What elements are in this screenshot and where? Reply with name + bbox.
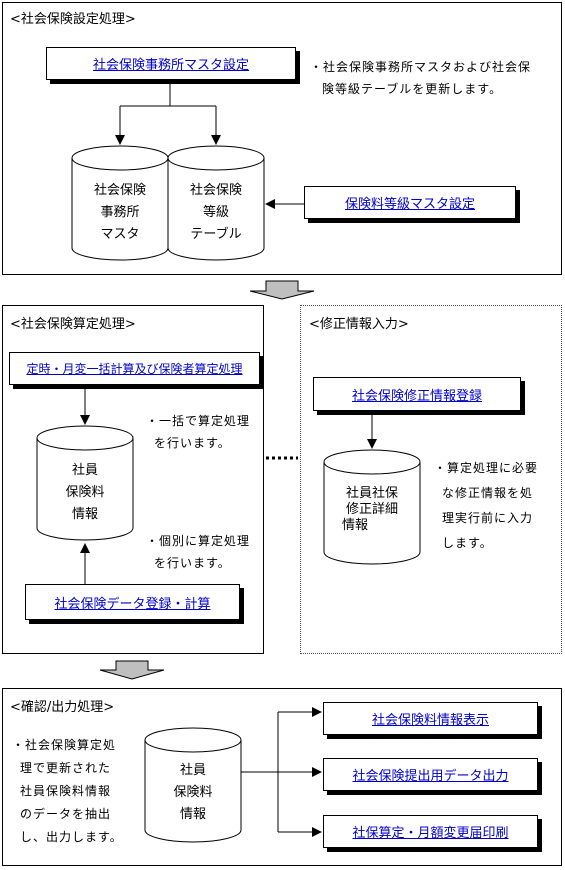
calc-note-batch-line2: を行います。 [154,436,231,450]
revision-note: ・算定処理に必要 な修正情報を処 理実行前に入力 します。 [434,456,538,556]
grade-table-db-label-line1: 社会保険 [189,183,242,198]
grade-table-db-icon [167,145,265,261]
output-note-line3: 社員保険料情報 [20,784,112,798]
revision-detail-db-icon [323,449,421,565]
revision-note-line3: 理実行前に入力 [442,511,534,525]
submission-export-button[interactable]: 社会保険提出用データ出力 [323,758,538,791]
revision-entry-button[interactable]: 社会保険修正情報登録 [313,377,521,411]
output-note-line2: 理で更新された [20,761,112,775]
calc-note-individual-line2: を行います。 [154,556,231,570]
flow-arrow-down-1-icon [249,280,315,300]
employee-premium-db-label-line1: 社員 [71,463,98,478]
office-master-db-label-line3: マスタ [100,227,140,242]
output-note-line4: のデータを抽出 [20,807,112,821]
office-master-db-label-line1: 社会保険 [93,183,146,198]
employee-premium-db-label-line2: 保険料 [65,485,105,500]
employee-premium-db-label: 社員 保険料 情報 [37,460,133,526]
employee-premium-db-icon [36,425,134,541]
revision-note-line2: な修正情報を処 [442,486,534,500]
data-entry-button[interactable]: 社会保険データ登録・計算 [25,584,240,620]
notice-print-button[interactable]: 社保算定・月額変更届印刷 [323,815,538,848]
office-master-db-label: 社会保険 事務所 マスタ [72,180,168,246]
batch-calc-button[interactable]: 定時・月変一括計算及び保険者算定処理 [9,352,260,385]
revision-detail-db-label-line1: 社員社保 [345,486,398,501]
output-note: ・社会保険算定処 理で更新された 社員保険料情報 のデータを抽出 し、出力します… [12,734,123,849]
revision-note-line4: します。 [442,536,493,550]
office-master-db-label-line2: 事務所 [100,205,140,220]
calc-panel-title: <社会保険算定処理> [10,317,136,332]
office-master-db-icon [71,145,169,261]
output-employee-db-label: 社員 保険料 情報 [145,760,241,826]
setup-note-line1: ・社会保険事務所マスタおよび社会保 [310,60,532,74]
revision-detail-db-label: 社員社保 修正詳細 情報 [324,486,420,534]
revision-detail-db-label-line3: 情報 [342,518,369,533]
setup-note-line2: 険等級テーブルを更新します。 [322,82,503,96]
grade-table-db-label: 社会保険 等級 テーブル [168,180,264,246]
output-note-line5: し、出力します。 [20,830,123,844]
grade-table-db-label-line2: 等級 [202,205,229,220]
revision-panel-title: <修正情報入力> [309,317,409,332]
calc-note-batch-line1: ・一括で算定処理 [146,414,251,428]
office-master-button[interactable]: 社会保険事務所マスタ設定 [46,47,296,80]
employee-premium-db-label-line3: 情報 [71,507,98,522]
flow-arrow-down-2-icon [99,660,165,680]
revision-detail-db-label-line2: 修正詳細 [345,502,398,517]
output-employee-db-label-line3: 情報 [179,807,206,822]
premium-display-button[interactable]: 社会保険料情報表示 [323,702,538,735]
output-employee-db-label-line2: 保険料 [173,785,213,800]
setup-note: ・社会保険事務所マスタおよび社会保 険等級テーブルを更新します。 [310,56,531,100]
setup-panel-title: <社会保険設定処理> [10,12,136,27]
calc-note-batch: ・一括で算定処理 を行います。 [146,410,250,454]
output-employee-db-icon [144,727,242,843]
output-note-line1: ・社会保険算定処 [12,738,117,752]
premium-grade-button[interactable]: 保険料等級マスタ設定 [304,186,516,219]
output-panel-title: <確認/出力処理> [10,700,115,715]
output-employee-db-label-line1: 社員 [179,763,206,778]
calc-note-individual: ・個別に算定処理 を行います。 [146,530,250,574]
grade-table-db-label-line3: テーブル [190,227,242,242]
revision-note-line1: ・算定処理に必要 [434,461,539,475]
calc-note-individual-line1: ・個別に算定処理 [146,534,251,548]
